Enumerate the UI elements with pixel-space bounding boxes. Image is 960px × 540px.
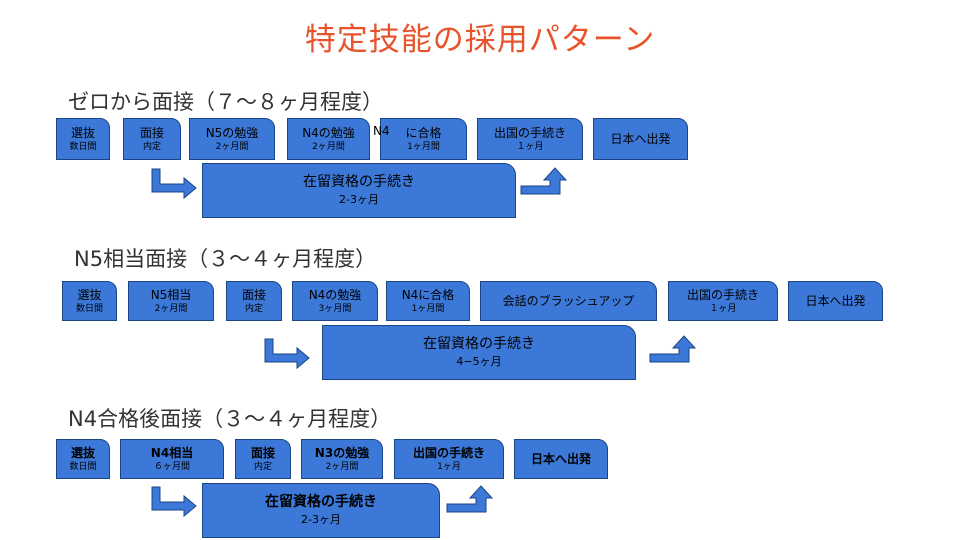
- process-label: 在留資格の手続き: [303, 174, 415, 190]
- bent-arrow-up-right-icon: [649, 335, 697, 363]
- bent-arrow-down-right-icon: [264, 338, 310, 370]
- step-departure-japan: 日本へ出発: [788, 281, 883, 321]
- step-duration: 1ヶ月間: [407, 141, 440, 152]
- step-duration: ６ヶ月間: [153, 461, 190, 472]
- step-departure-japan: 日本へ出発: [514, 439, 608, 479]
- step-n3-study: N3の勉強 2ヶ月間: [301, 439, 383, 479]
- step-duration: 3ヶ月間: [318, 303, 352, 314]
- process-label: 在留資格の手続き: [265, 494, 377, 510]
- step-departure-japan: 日本へ出発: [593, 118, 688, 160]
- step-duration: 2ヶ月間: [312, 141, 345, 152]
- step-duration: 数日間: [69, 141, 97, 152]
- process-label: 在留資格の手続き: [423, 336, 535, 352]
- bent-arrow-up-right-icon: [446, 485, 494, 513]
- step-n4-level: N4相当 ６ヶ月間: [120, 439, 224, 479]
- pattern-1-heading: ゼロから面接（７〜８ヶ月程度）: [68, 90, 383, 114]
- bent-arrow-down-right-icon: [151, 168, 197, 200]
- process-duration: 4−5ヶ月: [456, 355, 502, 368]
- step-conversation-brushup: 会話のブラッシュアップ: [480, 281, 657, 321]
- step-departure-procedure: 出国の手続き １ヶ月: [668, 281, 778, 321]
- step-duration: 2ヶ月間: [154, 303, 188, 314]
- pattern-3-heading: N4合格後面接（３〜４ヶ月程度）: [68, 407, 392, 431]
- step-selection: 選抜 数日間: [62, 281, 117, 321]
- process-residence-status: 在留資格の手続き 4−5ヶ月: [322, 325, 636, 380]
- page-title: 特定技能の採用パターン: [304, 22, 656, 58]
- step-label: 選抜: [70, 445, 95, 460]
- step-duration: 1ヶ月間: [411, 303, 445, 314]
- step-label: 日本へ出発: [805, 293, 866, 308]
- step-n4-study: N4の勉強 3ヶ月間: [292, 281, 378, 321]
- step-duration: １ヶ月: [709, 303, 737, 314]
- step-duration: 内定: [253, 461, 272, 472]
- step-label: に合格: [405, 125, 442, 140]
- step-interview: 面接 内定: [123, 118, 181, 160]
- step-label: N4の勉強: [308, 287, 362, 302]
- process-residence-status: 在留資格の手続き 2-3ヶ月: [202, 163, 516, 218]
- step-label: 会話のブラッシュアップ: [502, 293, 635, 308]
- step-label: N4相当: [150, 445, 194, 460]
- step-duration: 数日間: [75, 303, 103, 314]
- step-selection: 選抜 数日間: [56, 439, 110, 479]
- step-duration: 2ヶ月間: [215, 141, 249, 152]
- process-duration: 2-3ヶ月: [301, 513, 341, 526]
- overlay-text-n4: N4: [373, 124, 390, 138]
- step-n4-pass: に合格 1ヶ月間: [380, 118, 467, 160]
- step-n5-study: N5の勉強 2ヶ月間: [189, 118, 275, 160]
- process-residence-status: 在留資格の手続き 2-3ヶ月: [202, 483, 440, 538]
- bent-arrow-up-right-icon: [520, 167, 568, 195]
- step-label: 出国の手続き: [493, 125, 566, 140]
- step-duration: 数日間: [69, 461, 97, 472]
- step-label: N5相当: [150, 287, 192, 302]
- step-duration: 2ヶ月間: [325, 461, 359, 472]
- step-label: 出国の手続き: [412, 445, 485, 460]
- step-label: 面接: [250, 445, 275, 460]
- step-label: N4の勉強: [302, 125, 355, 140]
- step-label: 日本へ出発: [610, 131, 671, 146]
- pattern-2-heading: N5相当面接（３〜４ヶ月程度）: [74, 247, 377, 271]
- step-interview: 面接 内定: [226, 281, 282, 321]
- step-duration: 内定: [142, 141, 161, 152]
- step-label: N3の勉強: [314, 445, 370, 460]
- step-n4-study: N4の勉強 2ヶ月間: [287, 118, 370, 160]
- step-label: 日本へ出発: [530, 451, 591, 466]
- step-label: 面接: [139, 125, 164, 140]
- step-label: 面接: [241, 287, 266, 302]
- step-label: N5の勉強: [205, 125, 259, 140]
- step-n4-pass: N4に合格 1ヶ月間: [386, 281, 470, 321]
- step-label: 選抜: [77, 287, 102, 302]
- step-departure-procedure: 出国の手続き １ヶ月: [477, 118, 583, 160]
- step-interview: 面接 内定: [235, 439, 291, 479]
- bent-arrow-down-right-icon: [151, 486, 197, 518]
- step-duration: 内定: [244, 303, 263, 314]
- step-n5-level: N5相当 2ヶ月間: [128, 281, 214, 321]
- step-duration: 1ヶ月: [437, 461, 461, 472]
- step-label: 選抜: [70, 125, 95, 140]
- step-departure-procedure: 出国の手続き 1ヶ月: [394, 439, 504, 479]
- step-label: N4に合格: [401, 287, 455, 302]
- step-selection: 選抜 数日間: [56, 118, 110, 160]
- process-duration: 2-3ヶ月: [339, 193, 379, 206]
- step-duration: １ヶ月: [516, 141, 544, 152]
- step-label: 出国の手続き: [686, 287, 759, 302]
